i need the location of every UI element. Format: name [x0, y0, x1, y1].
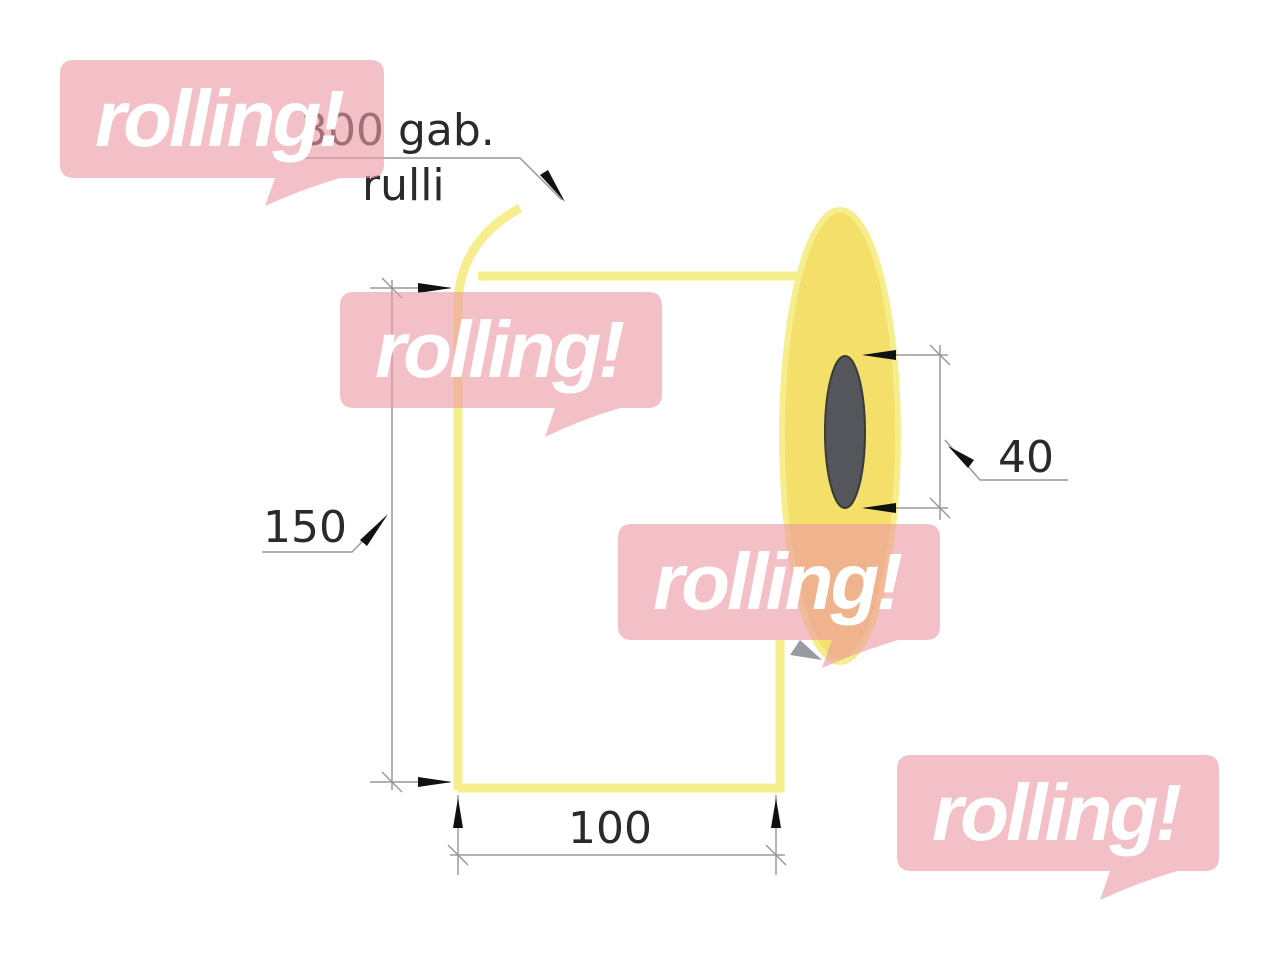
height-dimension-label: 150: [263, 502, 347, 553]
watermark-text: rolling!: [95, 74, 344, 163]
watermark-text: rolling!: [932, 768, 1181, 857]
watermark-text: rolling!: [375, 305, 624, 394]
roll-core: [824, 355, 866, 509]
watermark-text: rolling!: [653, 537, 902, 626]
watermark-4: [897, 755, 1219, 900]
core-dimension-label: 40: [998, 432, 1054, 483]
watermark-3: [618, 524, 940, 668]
dimension-arrows: [360, 170, 974, 828]
watermark-1: [60, 60, 384, 206]
roll-shadow: [790, 640, 822, 660]
label-bottom-edge: [458, 640, 785, 793]
watermark-2: [340, 292, 662, 437]
width-dimension-label: 100: [568, 803, 652, 854]
